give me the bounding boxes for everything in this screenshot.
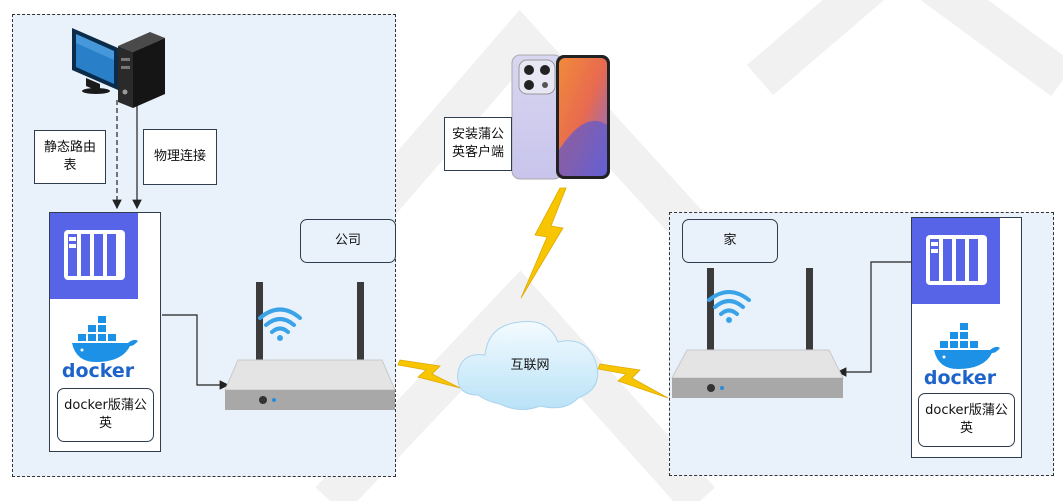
left-nas-router-line bbox=[162, 314, 230, 390]
static-route-table-label: 静态路由表 bbox=[34, 130, 106, 184]
left-docker-logo-text: docker bbox=[61, 360, 135, 382]
right-docker-logo-text: docker bbox=[923, 367, 997, 389]
right-docker-app-label: docker版蒲公英 bbox=[918, 393, 1015, 447]
home-label: 家 bbox=[682, 219, 778, 263]
company-label: 公司 bbox=[300, 219, 396, 263]
tower-icon bbox=[118, 32, 165, 108]
internet-label: 互联网 bbox=[510, 358, 550, 373]
right-nas-router-line bbox=[836, 261, 914, 377]
left-wifi-icon bbox=[258, 307, 302, 334]
phone-lightning-icon bbox=[520, 187, 567, 299]
monitor-icon bbox=[72, 28, 118, 94]
left-docker-app-label: docker版蒲公英 bbox=[57, 388, 154, 442]
phone-client-label: 安装蒲公英客户端 bbox=[444, 117, 512, 171]
physical-link-label: 物理连接 bbox=[143, 129, 217, 185]
right-lightning-icon bbox=[597, 363, 669, 399]
right-wifi-icon bbox=[707, 290, 751, 316]
left-lightning-icon bbox=[397, 359, 461, 389]
